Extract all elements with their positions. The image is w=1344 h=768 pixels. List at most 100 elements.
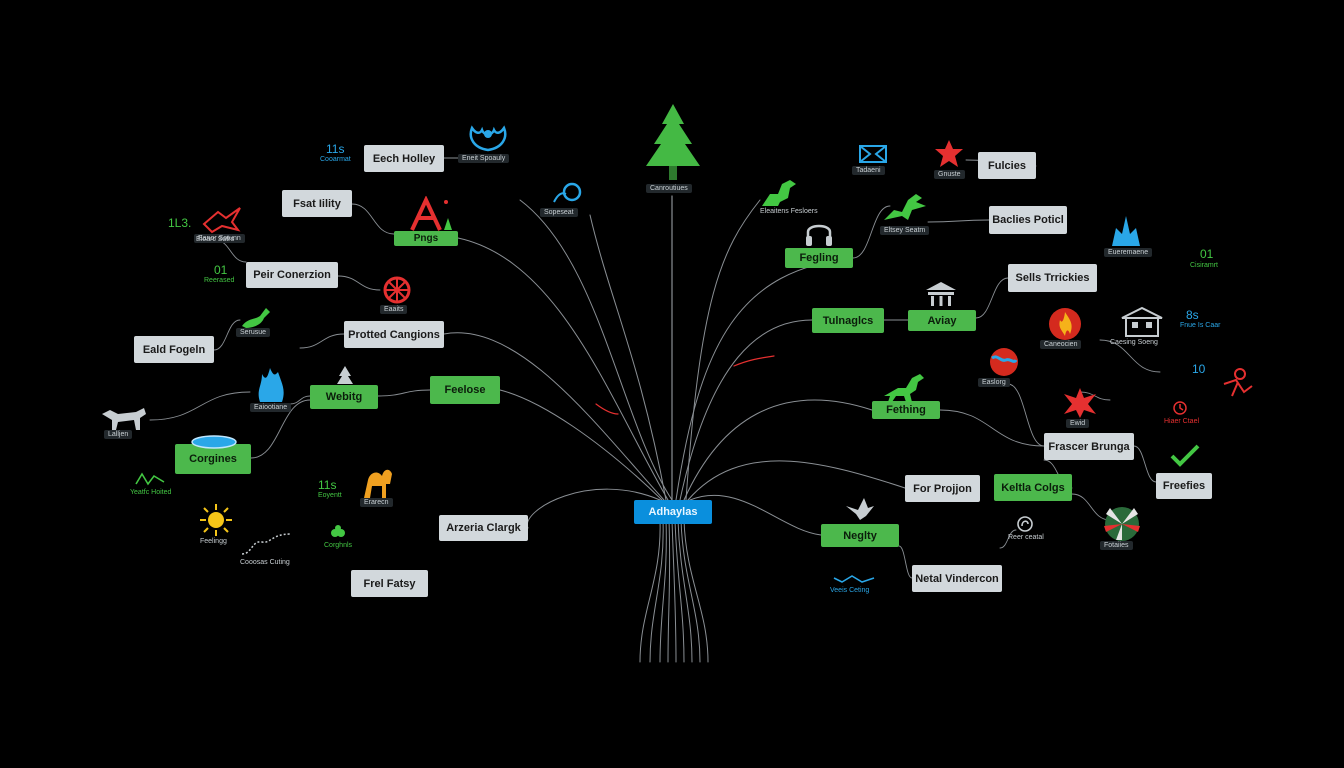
branch-curve <box>519 199 673 501</box>
clock-icon <box>1173 401 1187 415</box>
green-dragon-icon <box>884 194 926 220</box>
berries-icon <box>331 525 345 537</box>
caption-eloarc-satrs: Eloarc Satrs <box>196 236 235 243</box>
branch-curve <box>685 199 761 501</box>
root-strand <box>677 519 693 663</box>
leaf-connector <box>1007 383 1045 447</box>
branch-curve <box>457 237 669 501</box>
red-splat-icon <box>1064 388 1096 418</box>
blue-wave-icon <box>833 575 875 583</box>
node-arzeria-clargk[interactable]: Arzeria Clargk <box>439 515 528 541</box>
leaf-connector <box>975 277 1009 319</box>
node-eald-fogeln[interactable]: Eald Fogeln <box>134 336 214 363</box>
number-label-5: 01 <box>1200 247 1214 261</box>
node-fulcies[interactable]: Fulcies <box>978 152 1036 179</box>
branch-curve <box>443 332 665 501</box>
temple-icon <box>926 282 956 306</box>
node-baclies-poticl[interactable]: Baclies Poticl <box>989 206 1067 234</box>
green-squiggle-icon <box>135 472 165 486</box>
node-sells-trrickies[interactable]: Sells Trrickies <box>1008 264 1097 292</box>
caption-reerased: Reerased <box>204 277 235 284</box>
swirl-icon <box>553 182 582 203</box>
tag-dragon: Eneit Spoauly <box>458 154 510 163</box>
tag-redbird: Eanor Sotunn <box>194 234 245 243</box>
branch-curve <box>687 460 906 501</box>
leaf-connector <box>149 391 251 421</box>
node-tulnaglcs[interactable]: Tulnaglcs <box>812 308 884 333</box>
caption-eoyentt: Eoyentt <box>318 492 342 499</box>
raptor-icon <box>884 374 924 402</box>
checkmark-icon <box>1170 444 1200 467</box>
leaf-connector <box>939 409 1045 447</box>
node-feelose[interactable]: Feelose <box>430 376 500 404</box>
node-keltla-colgs[interactable]: Keltla Colgs <box>994 474 1072 501</box>
node-netal-vindercon[interactable]: Netal Vindercon <box>912 565 1002 592</box>
branch-curve <box>689 494 822 536</box>
node-webitg[interactable]: Webitg <box>310 385 378 409</box>
red-wheel-icon <box>383 276 411 304</box>
fire-orb-icon <box>1049 308 1081 340</box>
tag-swirl: Sopeseat <box>540 208 578 217</box>
leaf-connector <box>1133 445 1157 483</box>
node-frel-fatsy[interactable]: Frel Fatsy <box>351 570 428 597</box>
node-freefies[interactable]: Freefies <box>1156 473 1212 499</box>
node-pngs[interactable]: Pngs <box>394 231 458 246</box>
tag-wheel: Eaaits <box>380 305 408 314</box>
red-figure-icon <box>1223 368 1253 397</box>
number-label-7: 10 <box>1192 362 1206 376</box>
tag-tree: Canroutiues <box>646 184 692 193</box>
sun-icon <box>200 504 232 536</box>
node-peir-conerzion[interactable]: Peir Conerzion <box>246 262 338 288</box>
headphones-icon <box>806 224 832 246</box>
node-frascer-brunga[interactable]: Frascer Brunga <box>1044 433 1134 460</box>
leaf-connector <box>289 395 311 405</box>
node-neglty[interactable]: Neglty <box>821 524 899 547</box>
leaf-connector <box>1079 391 1111 401</box>
node-fething[interactable]: Fething <box>872 401 940 419</box>
small-tree-icon <box>337 366 353 384</box>
node-protted-cangions[interactable]: Protted Cangions <box>344 321 444 348</box>
caption-cisiramrt: Cisiramrt <box>1190 262 1218 269</box>
number-label-3: 01 <box>214 263 228 277</box>
blue-splash-icon <box>1112 216 1140 246</box>
accent-stroke <box>733 355 775 367</box>
node-corgines[interactable]: Corgines <box>175 444 251 474</box>
tag-fire: Caneocien <box>1040 340 1082 349</box>
branch-curve <box>679 319 813 501</box>
caption-eleaitens-fesloers: Eleaitens Fesloers <box>760 208 818 215</box>
node-for-projjon[interactable]: For Projjon <box>905 475 980 502</box>
tag-splash: Eueremaene <box>1104 248 1153 257</box>
root-strand <box>674 519 685 663</box>
tag-globe: Easlorg <box>978 378 1010 387</box>
node-fegling[interactable]: Fegling <box>785 248 853 268</box>
house-icon <box>1121 306 1163 337</box>
leaf-connector <box>999 529 1017 549</box>
red-bird-icon <box>202 207 241 234</box>
dotted-path-icon <box>241 533 291 555</box>
node-fsat-ility[interactable]: Fsat Iility <box>282 190 352 217</box>
caption-yeatfc-hoited: Yeatfc Hoited <box>130 489 172 496</box>
number-label-4: 11s <box>318 478 337 492</box>
leaf-connector <box>213 319 241 351</box>
leaf-connector <box>898 545 913 579</box>
leaf-connector <box>351 203 395 235</box>
tag-dino-small: Serusue <box>236 328 271 337</box>
leaf-connector <box>377 389 431 397</box>
root-node[interactable]: Adhaylas <box>634 500 712 524</box>
root-strand <box>680 519 701 663</box>
caption-cooarmat: Cooarmat <box>320 156 351 163</box>
spiral-icon <box>1017 516 1033 532</box>
pine-tree-icon <box>646 104 700 180</box>
leaf-connector <box>337 275 381 291</box>
node-aviay[interactable]: Aviay <box>908 310 976 331</box>
tag-flames: Eaiootiane <box>250 403 292 412</box>
branch-curve <box>526 488 661 529</box>
branch-curve <box>683 399 873 501</box>
root-strand <box>649 519 664 663</box>
caption-veeis-ceting: Veeis Ceting <box>830 587 870 594</box>
root-strand <box>639 519 661 663</box>
node-eech-holley[interactable]: Eech Holley <box>364 145 444 172</box>
box-icon <box>859 145 887 163</box>
leaf-connector <box>852 205 891 259</box>
